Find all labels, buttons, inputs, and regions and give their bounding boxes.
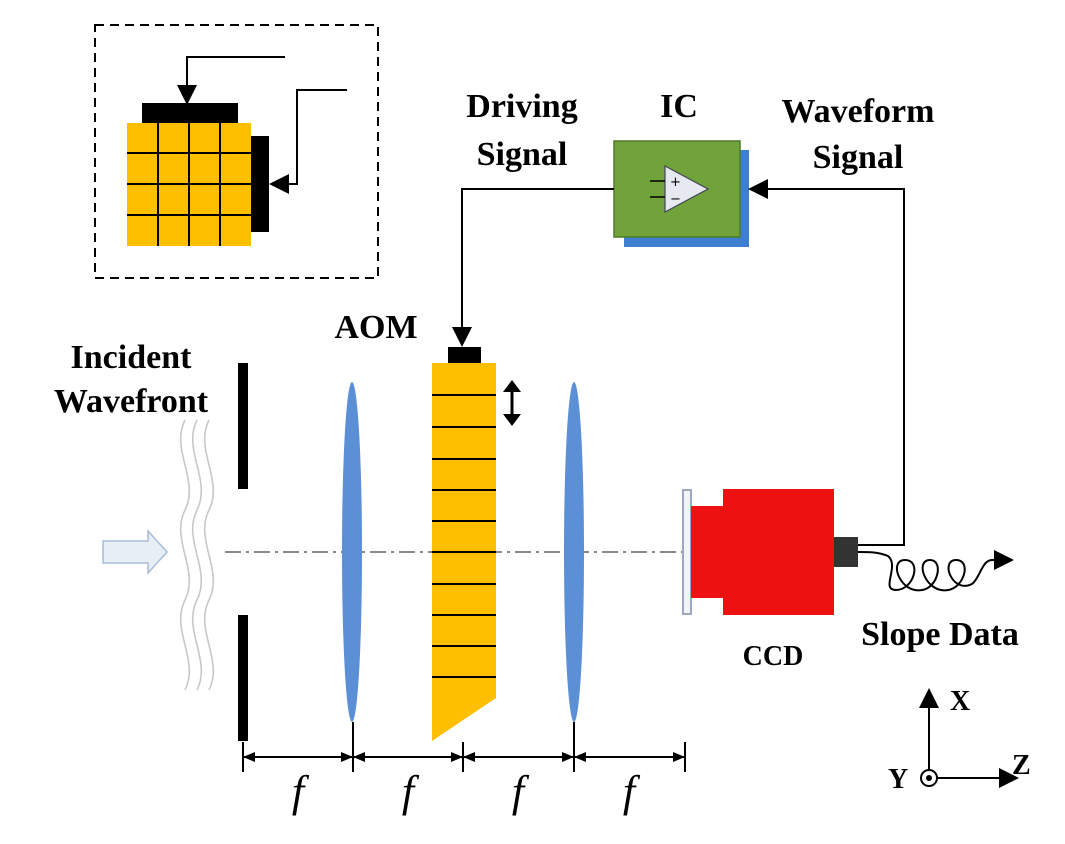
ccd-connector (834, 537, 858, 567)
lens-1 (342, 382, 362, 722)
focal-label-1: f (292, 767, 310, 816)
aom-label: AOM (334, 309, 417, 346)
ccd-body (723, 489, 834, 615)
plus-sign-icon: + (670, 175, 681, 190)
ic-label: IC (660, 88, 698, 125)
aom-grating-lines (432, 394, 496, 678)
aom-scan-arrow-down-head (503, 414, 521, 426)
lens-2 (564, 382, 584, 722)
axis-label-z: Z (1012, 750, 1031, 781)
coordinate-axes: X Z Y (888, 686, 1031, 795)
axis-label-x: X (950, 686, 970, 717)
ccd-camera (682, 489, 858, 615)
waveform-signal-label-line2: Signal (813, 139, 904, 176)
waveform-signal-label-line1: Waveform (782, 93, 935, 130)
aperture-bottom-blade (238, 615, 248, 741)
aom-transducer (448, 347, 481, 363)
focal-label-2: f (402, 767, 420, 816)
inset-dashed-border (94, 24, 379, 279)
incident-label-line1: Incident (71, 339, 193, 376)
ccd-front (691, 506, 723, 598)
slope-data-cable (857, 550, 1014, 592)
incident-light-arrow (102, 529, 169, 575)
ccd-label: CCD (743, 641, 804, 672)
driving-signal-wire (452, 188, 614, 347)
y-axis-dot-icon (926, 775, 932, 781)
inset-side-transducer (251, 136, 269, 232)
focal-label-4: f (623, 767, 641, 816)
focal-arrowheads (243, 752, 685, 762)
ccd-window (682, 489, 692, 615)
minus-sign-icon: − (670, 192, 681, 207)
incident-label-line2: Wavefront (54, 383, 209, 420)
waveform-signal-wire (748, 179, 905, 546)
wavefront-waves (179, 419, 215, 691)
focal-distance-markers (242, 722, 686, 772)
opamp-icon (664, 164, 710, 214)
inset-top-transducer (142, 103, 238, 123)
inset-side-signal-arrow (269, 89, 347, 194)
aperture-top-blade (238, 363, 248, 489)
aom-crystal (432, 347, 521, 741)
inset-grid-lines (127, 123, 251, 246)
ic-block: + − (613, 140, 749, 247)
driving-signal-label-line2: Signal (477, 136, 568, 173)
inset-top-signal-arrow (177, 56, 285, 105)
slope-data-label: Slope Data (861, 616, 1019, 653)
driving-signal-label-line1: Driving (466, 88, 577, 125)
axis-label-y: Y (888, 764, 908, 795)
focal-label-3: f (512, 767, 530, 816)
aom-scan-arrow-up-head (503, 380, 521, 392)
inset-box (94, 24, 379, 279)
